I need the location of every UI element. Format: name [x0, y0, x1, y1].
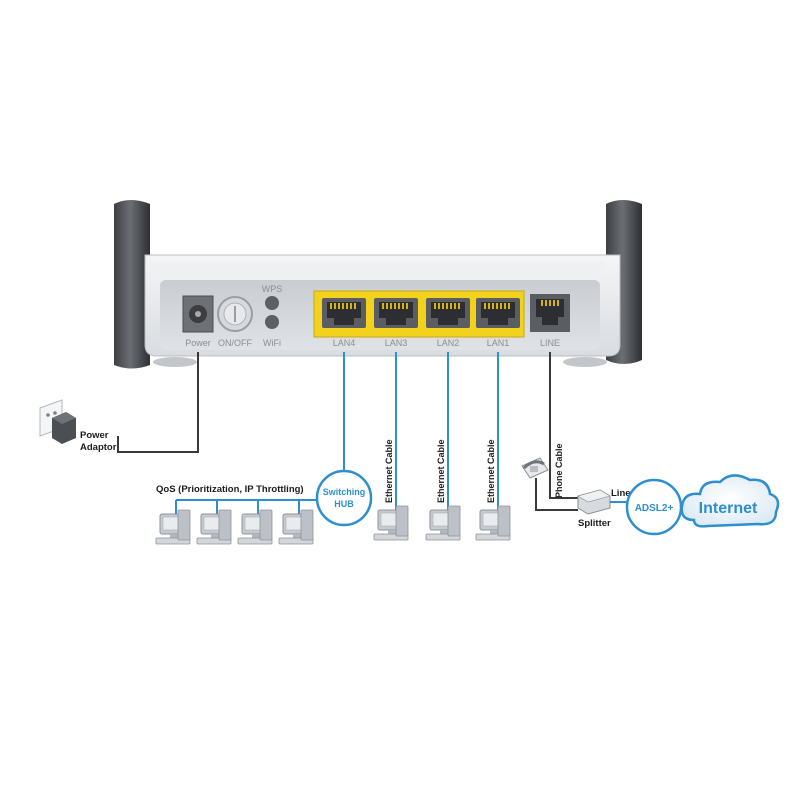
wps-label: WPS: [262, 284, 283, 294]
lan2-pc: [425, 505, 461, 541]
lan3-port: [374, 298, 418, 328]
power-cable: [117, 352, 199, 453]
lan4-port: [322, 298, 366, 328]
power-jack: [182, 295, 214, 333]
qos-pc-4: [278, 509, 314, 545]
ethernet-cable-label-2: Ethernet Cable: [436, 439, 446, 503]
lan3-label: LAN3: [385, 338, 408, 348]
qos-pc-3: [237, 509, 273, 545]
lan2-label: LAN2: [437, 338, 460, 348]
qos-pc-1: [155, 509, 191, 545]
lan4-label: LAN4: [333, 338, 356, 348]
wifi-button: [265, 315, 279, 329]
power-label: Power: [185, 338, 211, 348]
power-adaptor-icon: [52, 412, 76, 444]
telephone-icon: [521, 457, 549, 479]
lan1-label: LAN1: [487, 338, 510, 348]
lan1-port: [476, 298, 520, 328]
wifi-label: WiFi: [263, 338, 281, 348]
adsl2-label: ADSL2+: [635, 503, 674, 514]
phone-cable-label: Phone Cable: [554, 443, 564, 498]
line-port-label: LINE: [540, 338, 560, 348]
qos-label: QoS (Prioritization, IP Throttling): [156, 484, 304, 495]
left-antenna: [114, 200, 150, 369]
wps-button: [265, 296, 279, 310]
phone-cable: [549, 352, 578, 499]
qos-bus: [175, 499, 317, 514]
splitter-label: Splitter: [578, 518, 611, 529]
line-port: [530, 294, 570, 332]
onoff-label: ON/OFF: [218, 338, 252, 348]
onoff-button: [217, 296, 253, 332]
switching-hub-label-2: HUB: [334, 499, 354, 509]
ethernet-cable-label-1: Ethernet Cable: [384, 439, 394, 503]
internet-label: Internet: [699, 500, 758, 517]
lan3-pc: [373, 505, 409, 541]
ethernet-cable-label-3: Ethernet Cable: [486, 439, 496, 503]
switching-hub-label-1: Switching: [323, 487, 366, 497]
qos-pc-2: [196, 509, 232, 545]
lan2-port: [426, 298, 470, 328]
telephone-cord: [535, 478, 578, 511]
lan1-pc: [475, 505, 511, 541]
power-adaptor-label-2: Adaptor: [80, 442, 117, 453]
splitter-icon: [577, 489, 611, 515]
power-adaptor-label-1: Power: [80, 430, 109, 441]
switching-hub: [315, 469, 373, 527]
internet-cloud-icon: [680, 474, 780, 528]
line-label: Line: [611, 488, 631, 499]
